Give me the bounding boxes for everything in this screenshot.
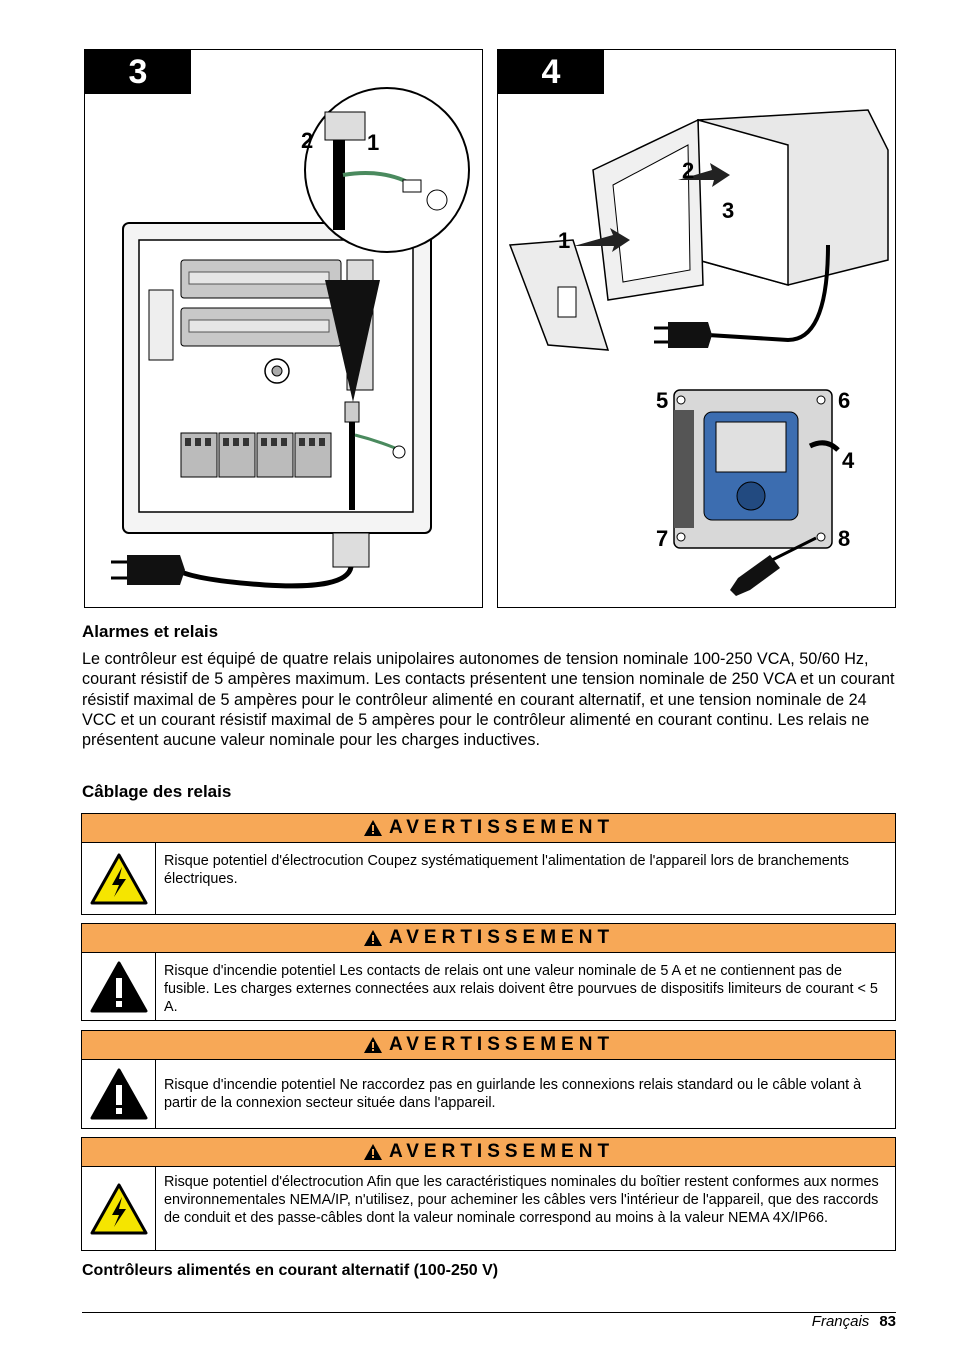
controller-installation-illustration: 1 2 3 5 6 4 7 8 [508, 109, 889, 596]
section-heading-alarmes: Alarmes et relais [82, 622, 219, 641]
section-heading-cablage: Câblage des relais [82, 782, 232, 801]
warning-text: Risque potentiel d'électrocution Coupez … [164, 853, 849, 887]
callout-7: 7 [656, 526, 668, 551]
figure-number: 4 [498, 50, 604, 94]
warning-title: AVERTISSEMENT [388, 817, 615, 838]
page-footer: Français 83 [812, 1313, 896, 1330]
callout-1: 1 [558, 228, 570, 253]
page-number: 83 [879, 1313, 896, 1330]
warning-header: AVERTISSEMENT [82, 924, 895, 953]
warning-box-4: AVERTISSEMENT Risque potentiel d'électro… [81, 1137, 896, 1251]
warning-header: AVERTISSEMENT [82, 814, 895, 843]
exclamation-warning-icon [90, 1068, 147, 1120]
warning-header: AVERTISSEMENT [82, 1138, 895, 1167]
callout-2: 2 [682, 158, 694, 183]
electric-shock-icon [90, 853, 147, 904]
footer-language: Français [811, 1313, 870, 1330]
warning-header: AVERTISSEMENT [82, 1031, 895, 1060]
callout-6: 6 [838, 388, 850, 413]
callout-3: 3 [722, 198, 734, 223]
warning-box-1: AVERTISSEMENT Risque potentiel d'électro… [81, 813, 896, 915]
electric-shock-icon [90, 1183, 147, 1234]
warning-box-2: AVERTISSEMENT Risque d'incendie potentie… [81, 923, 896, 1021]
footer-divider [82, 1312, 896, 1313]
callout-1: 1 [367, 130, 379, 155]
callout-5: 5 [656, 388, 668, 413]
warning-triangle-icon [363, 1144, 382, 1160]
callout-2: 2 [301, 128, 313, 153]
warning-text: Risque d'incendie potentiel Ne raccordez… [164, 1077, 862, 1111]
figure-3: 3 [84, 49, 483, 608]
figure-4: 4 1 2 3 5 6 4 7 8 [497, 49, 896, 608]
warning-title: AVERTISSEMENT [388, 1141, 615, 1162]
figure-number: 3 [85, 50, 191, 94]
exclamation-warning-icon [90, 961, 147, 1012]
warning-title: AVERTISSEMENT [388, 1034, 615, 1055]
warning-text: Risque d'incendie potentiel Les contacts… [164, 963, 878, 1015]
callout-8: 8 [838, 526, 850, 551]
warning-text: Risque potentiel d'électrocution Afin qu… [164, 1174, 879, 1226]
alarmes-paragraph: Le contrôleur est équipé de quatre relai… [82, 650, 895, 750]
callout-4: 4 [842, 448, 855, 473]
warning-triangle-icon [363, 820, 382, 836]
warning-triangle-icon [363, 1037, 382, 1053]
warning-box-3: AVERTISSEMENT Risque d'incendie potentie… [81, 1030, 896, 1129]
enclosure-wiring-illustration: 2 1 [111, 87, 470, 589]
warning-triangle-icon [363, 930, 382, 946]
warning-title: AVERTISSEMENT [388, 927, 615, 948]
section-heading-ca: Contrôleurs alimentés en courant alterna… [82, 1262, 499, 1279]
